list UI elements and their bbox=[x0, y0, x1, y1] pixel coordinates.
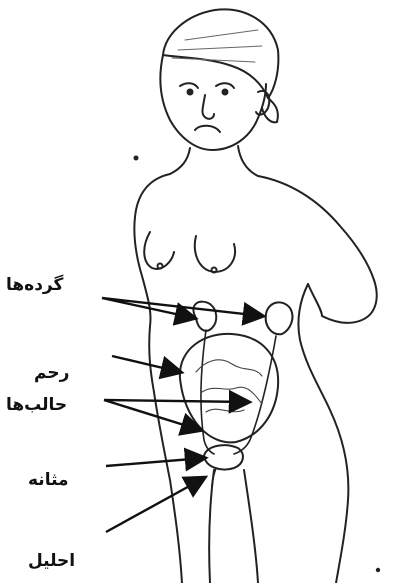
nose bbox=[202, 95, 214, 119]
label-uterus: رحم bbox=[34, 365, 69, 382]
label-bladder: مثانه bbox=[28, 472, 69, 489]
urethra-arrow bbox=[106, 478, 204, 532]
fetus-sketch bbox=[196, 360, 262, 412]
mouth bbox=[195, 126, 220, 132]
inner-leg-line-2 bbox=[244, 470, 258, 583]
right-breast bbox=[195, 236, 235, 272]
label-kidneys: گرده‌ها bbox=[6, 277, 63, 294]
right-eye bbox=[216, 83, 234, 88]
left-shoulder-arm bbox=[134, 174, 170, 392]
label-urethra: احلیل bbox=[28, 553, 75, 570]
ureter-arrow-right bbox=[104, 400, 248, 402]
left-kidney bbox=[193, 302, 216, 331]
bladder bbox=[204, 445, 243, 469]
right-arm bbox=[308, 280, 377, 323]
right-shoulder bbox=[258, 176, 374, 280]
uterus bbox=[180, 334, 278, 443]
face bbox=[160, 55, 266, 150]
uterus-arrow bbox=[112, 356, 180, 372]
label-ureters: حالب‌ها bbox=[6, 397, 67, 414]
inner-leg-line bbox=[209, 470, 214, 583]
bladder-arrow bbox=[106, 458, 204, 466]
kidney-arrow-right bbox=[102, 298, 262, 316]
right-side-body bbox=[298, 284, 348, 583]
right-kidney bbox=[266, 302, 293, 334]
left-eye bbox=[180, 83, 198, 88]
